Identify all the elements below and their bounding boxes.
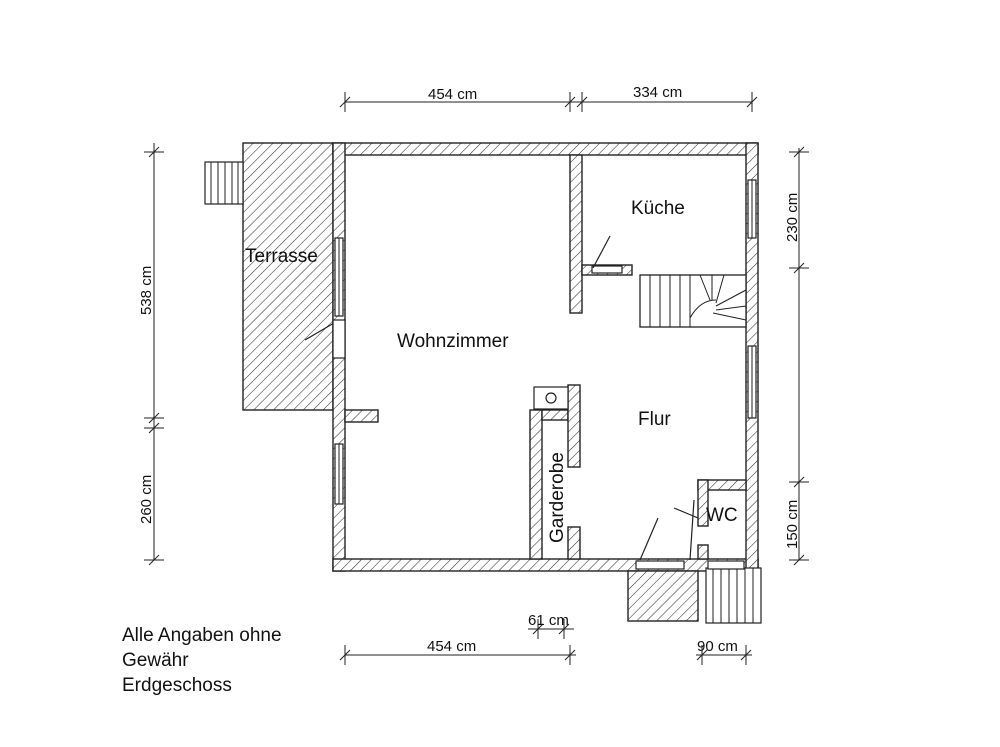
walls (332, 142, 759, 572)
room-label-terrasse: Terrasse (245, 246, 318, 267)
entrance-slab (627, 570, 699, 622)
note-line-2: Gewähr (122, 650, 189, 671)
dim-left-upper: 538 cm (138, 266, 155, 315)
sink (533, 386, 569, 410)
note-line-1: Alle Angaben ohne (122, 625, 282, 646)
dim-bottom-left: 454 cm (427, 638, 476, 655)
room-label-wohnzimmer: Wohnzimmer (397, 331, 509, 352)
entrance-steps (705, 567, 762, 624)
dim-top-right: 334 cm (633, 84, 682, 101)
room-label-garderobe: Garderobe (547, 452, 568, 543)
windows (334, 179, 757, 570)
dim-left-lower: 260 cm (138, 475, 155, 524)
room-label-wc: WC (706, 505, 738, 526)
terrace-slab (242, 142, 334, 411)
dim-right-lower: 150 cm (784, 500, 801, 549)
dim-bottom-right: 90 cm (697, 638, 738, 655)
staircase (639, 274, 747, 328)
room-label-flur: Flur (638, 409, 671, 430)
dim-right-upper: 230 cm (784, 193, 801, 242)
room-label-kueche: Küche (631, 198, 685, 219)
note-line-3: Erdgeschoss (122, 675, 232, 696)
dim-bottom-small: 61 cm (528, 612, 569, 629)
terrace-steps (204, 161, 244, 205)
dimension-lines (144, 92, 809, 665)
dim-top-left: 454 cm (428, 86, 477, 103)
doors (304, 235, 699, 561)
